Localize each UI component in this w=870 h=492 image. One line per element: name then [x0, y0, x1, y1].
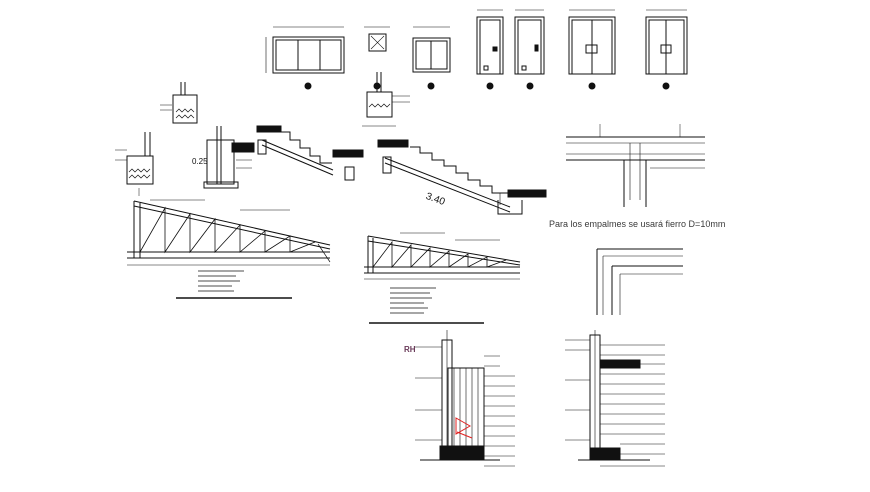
roof-truss-right: [364, 232, 521, 280]
beam-corner-detail: [596, 248, 683, 315]
splice-rebar-note: Para los empalmes se usará fierro D=10mm: [549, 219, 726, 229]
stair-section-short: [256, 125, 364, 181]
wall-section-left: [415, 330, 515, 467]
window-elevation-triple: [265, 26, 345, 90]
truss-notes-right: [369, 287, 484, 324]
window-elevation-double: [412, 26, 451, 90]
wall-section-right: [565, 330, 665, 467]
wall-section-stair-base: [203, 126, 255, 189]
truss-notes-left: [176, 270, 292, 299]
footing-detail-small: [160, 82, 198, 124]
roof-truss-left: [127, 199, 331, 266]
dimension-label-stair-base: 0.25: [192, 157, 208, 166]
mark-label-rh: RH: [404, 345, 416, 354]
door-elevation-2: [514, 9, 545, 90]
footing-detail-center: [362, 72, 410, 127]
stair-section-long: [377, 139, 547, 215]
beam-column-joint-detail: [566, 124, 705, 207]
door-elevation-3: [568, 9, 616, 90]
footing-detail-left: [115, 132, 154, 196]
door-elevation-1: [476, 9, 504, 90]
door-elevation-4: [645, 9, 688, 90]
